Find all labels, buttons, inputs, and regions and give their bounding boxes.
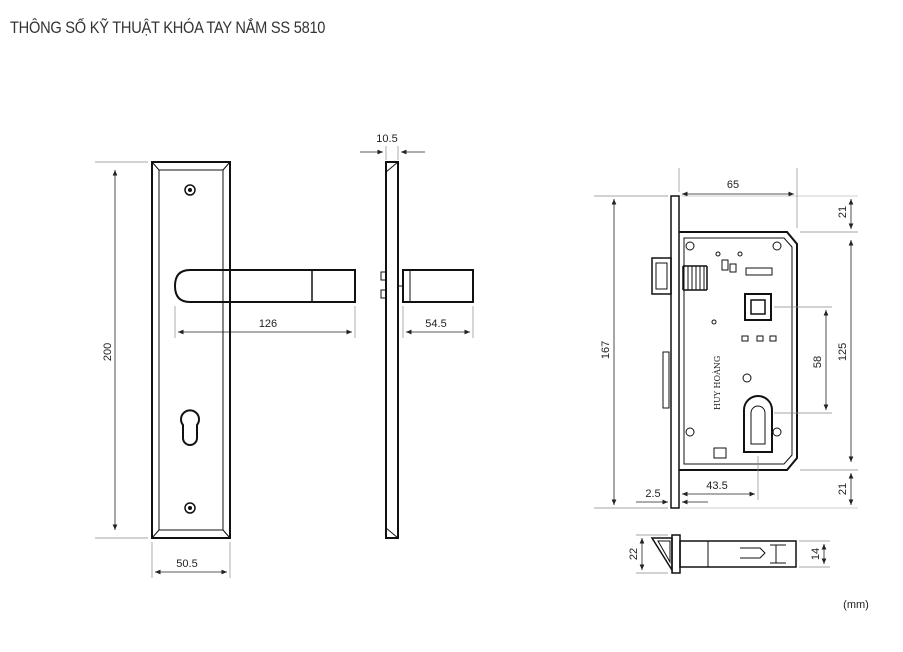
dim-side-thickness: 10.5 [360,133,425,160]
side-thickness-label: 10.5 [376,133,397,145]
bottom-view [650,534,797,574]
dim-body-height: 167 [594,195,668,509]
faceplate-label: 2.5 [645,488,660,500]
dim-faceplate: 2.5 [636,488,708,505]
bottom-inner-label: 14 [810,548,822,560]
dim-handle-to-cylinder: 58 [774,306,832,414]
dim-plate-width: 50.5 [151,542,231,578]
backset-label: 43.5 [706,480,727,492]
handle-to-cylinder-label: 58 [812,356,824,368]
dim-handle-length: 126 [174,306,356,338]
side-view [380,161,474,539]
dim-handle-projection: 54.5 [402,306,474,338]
handle-lever [173,269,356,303]
handle-projection-label: 54.5 [425,318,446,330]
brand-mark: HUY HOÀNG [713,356,722,410]
dim-spindle-span: 125 [837,240,854,462]
dim-top-offset: 21 [681,195,858,233]
plate-width-label: 50.5 [176,558,197,570]
dim-plate-height: 200 [95,161,148,539]
dim-backset: 43.5 [682,456,759,500]
plate-height-label: 200 [102,343,114,361]
body-width-label: 65 [727,179,739,191]
lock-screws [685,241,782,437]
dim-bottom-outer: 22 [628,534,668,574]
unit-label: (mm) [843,599,869,611]
screw-hole-top [184,184,196,196]
body-height-label: 167 [600,341,612,359]
dim-bottom-offset: 21 [681,469,858,509]
bottom-offset-label: 21 [837,483,849,495]
front-plate [151,161,231,539]
keyhole [180,409,200,446]
top-offset-label: 21 [837,206,849,218]
screw-hole-bottom [184,502,196,514]
bottom-outer-label: 22 [628,548,640,560]
spindle-span-label: 125 [837,343,849,361]
dim-body-width: 65 [678,168,798,228]
handle-length-label: 126 [259,318,277,330]
dim-bottom-inner: 14 [799,540,830,568]
lock-body [651,195,798,509]
page-title: THÔNG SỐ KỸ THUẬT KHÓA TAY NẮM SS 5810 [10,18,326,37]
